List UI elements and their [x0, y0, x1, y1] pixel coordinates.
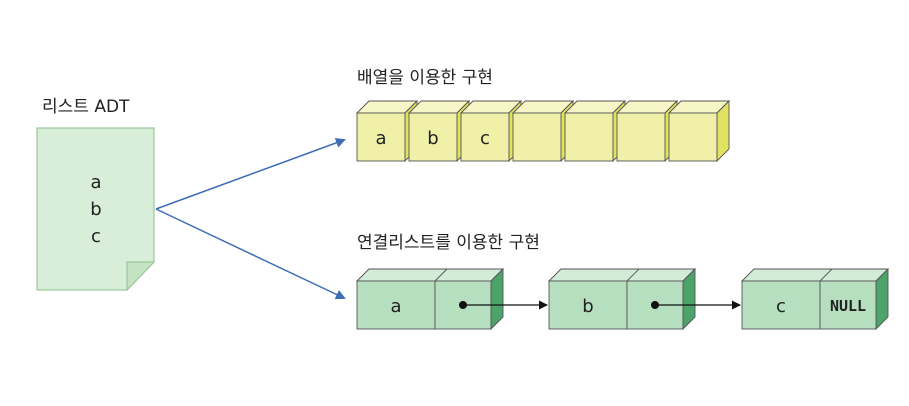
linked-node-1-top: [547, 268, 697, 282]
linked-node-1-top-divider: [626, 268, 640, 282]
array-cell-6-front: [668, 112, 718, 162]
list-adt-document: 리스트 ADT a b c: [36, 97, 156, 292]
array-cell-2-front: [460, 112, 510, 162]
array-implementation: 배열을 이용한 구현 a b c: [355, 68, 731, 163]
linked-list-title: 연결리스트를 이용한 구현: [357, 233, 540, 253]
array-cell-4-front: [564, 112, 614, 162]
linked-list-nodes: a b c NULL: [355, 267, 890, 331]
linked-node-2-null-label: NULL: [830, 297, 866, 315]
branch-arrows: [155, 138, 346, 300]
linked-list-implementation: 연결리스트를 이용한 구현 a b c NULL: [355, 233, 890, 331]
list-adt-item-a: a: [90, 172, 101, 193]
array-cell-1: [407, 99, 471, 163]
array-title: 배열을 이용한 구현: [357, 68, 493, 88]
array-cells: a b c: [355, 99, 731, 163]
array-cell-2-label: c: [480, 128, 490, 149]
linked-node-2-link-field: [819, 280, 877, 330]
array-cell-5: [615, 99, 679, 163]
document-fold: [126, 261, 156, 292]
array-cell-6: [667, 99, 731, 163]
arrow-to-linked-list: [155, 208, 346, 300]
linked-node-2-data-field: [741, 280, 821, 330]
array-cell-3-front: [512, 112, 562, 162]
list-adt-title: 리스트 ADT: [42, 97, 130, 117]
linked-node-2-top: [740, 268, 890, 282]
linked-node-0-data: a: [390, 296, 401, 317]
linked-node-1: b: [547, 267, 741, 331]
list-adt-item-b: b: [90, 199, 101, 220]
array-cell-0-front: [356, 112, 406, 162]
linked-node-2-data: c: [776, 296, 786, 317]
linked-node-0-top: [355, 268, 505, 282]
linked-node-2: c NULL: [740, 267, 890, 331]
array-cell-2: [459, 99, 523, 163]
array-cell-1-label: b: [427, 128, 438, 149]
array-cell-3: [511, 99, 575, 163]
array-cell-4: [563, 99, 627, 163]
array-cell-5-front: [616, 112, 666, 162]
arrow-to-array: [155, 138, 346, 210]
linked-node-0: a: [355, 267, 548, 331]
array-cell-1-front: [408, 112, 458, 162]
linked-node-2-top-divider: [819, 268, 833, 282]
list-adt-item-c: c: [91, 226, 101, 247]
linked-node-0-top-divider: [434, 268, 448, 282]
array-cell-0-label: a: [375, 128, 386, 149]
array-cell-0: [355, 99, 419, 163]
linked-node-1-data: b: [582, 296, 593, 317]
linked-node-1-data-field: [548, 280, 628, 330]
